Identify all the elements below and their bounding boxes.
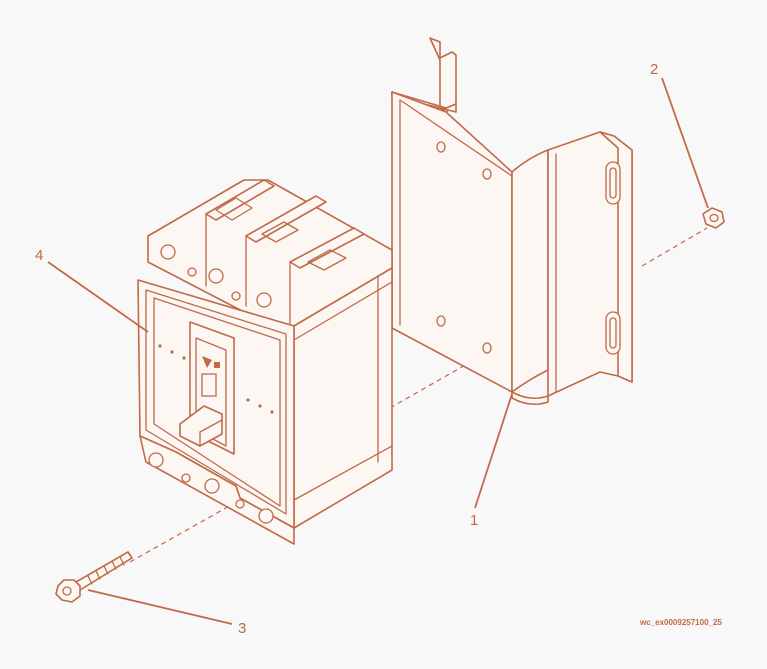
screw-shank <box>75 551 133 591</box>
nut <box>702 207 725 229</box>
bracket-hole <box>436 141 446 153</box>
breaker-toggle-handle <box>179 405 223 447</box>
bracket-hole <box>482 342 492 354</box>
terminal-screw-small <box>235 499 245 509</box>
breaker-terminal-slot <box>261 221 299 243</box>
front-dot <box>246 398 250 402</box>
bracket-hole <box>436 315 446 327</box>
circuit-breaker <box>137 179 393 545</box>
assembly-line-nut <box>641 227 708 267</box>
bracket-top-lip <box>429 37 457 113</box>
breaker-handle-slot <box>201 373 217 397</box>
bracket-bend <box>511 149 549 393</box>
bracket-bottom-fold <box>511 391 549 406</box>
bracket-slot-inner <box>609 167 617 199</box>
leader-line-1 <box>474 393 513 509</box>
callout-number-4: 4 <box>35 247 43 264</box>
breaker-handle-window <box>195 337 227 447</box>
on-off-indicator-icon <box>202 356 212 368</box>
terminal-screw <box>148 452 164 468</box>
bracket-slot-inner <box>609 317 617 349</box>
bracket-front-plate <box>391 91 513 393</box>
callout-number-2: 2 <box>650 61 658 78</box>
mounting-bracket <box>391 37 633 406</box>
breaker-terminal-ridge <box>289 227 365 269</box>
callout-number-1: 1 <box>470 512 478 529</box>
screw <box>55 551 133 603</box>
front-dot <box>258 404 262 408</box>
front-dot <box>158 344 162 348</box>
leader-line-2 <box>661 77 709 209</box>
assembly-line-screw <box>129 499 241 563</box>
terminal-screw <box>204 478 220 494</box>
bracket-edge-line-top <box>399 99 513 177</box>
terminal-screw <box>160 244 176 260</box>
terminal-screw <box>208 268 224 284</box>
leader-line-3 <box>87 589 233 625</box>
figure-reference-code: wc_ex0009257100_25 <box>639 618 722 627</box>
callout-number-3: 3 <box>238 620 246 637</box>
screw-threads <box>87 556 125 585</box>
terminal-screw-small <box>231 291 241 301</box>
terminal-screw <box>258 508 274 524</box>
breaker-side-line <box>293 281 393 341</box>
bracket-flange-edge <box>599 131 633 383</box>
front-dot <box>270 410 274 414</box>
front-dot <box>182 356 186 360</box>
breaker-side-line <box>293 445 393 501</box>
terminal-screw <box>256 292 272 308</box>
leader-line-4 <box>47 261 149 333</box>
screw-head-recess <box>62 586 72 596</box>
breaker-terminal-slot <box>307 249 347 271</box>
breaker-front-inner-bezel <box>153 297 281 507</box>
indicator-square-icon <box>214 362 220 368</box>
breaker-terminal-slot <box>215 197 253 221</box>
breaker-terminal-ridge <box>245 195 327 243</box>
terminal-screw-small <box>187 267 197 277</box>
terminal-screw-small <box>181 473 191 483</box>
breaker-toggle-edge <box>199 419 223 433</box>
breaker-front-bezel <box>145 289 287 515</box>
bracket-hole <box>482 168 492 180</box>
front-dot <box>170 350 174 354</box>
nut-bore <box>709 213 719 223</box>
